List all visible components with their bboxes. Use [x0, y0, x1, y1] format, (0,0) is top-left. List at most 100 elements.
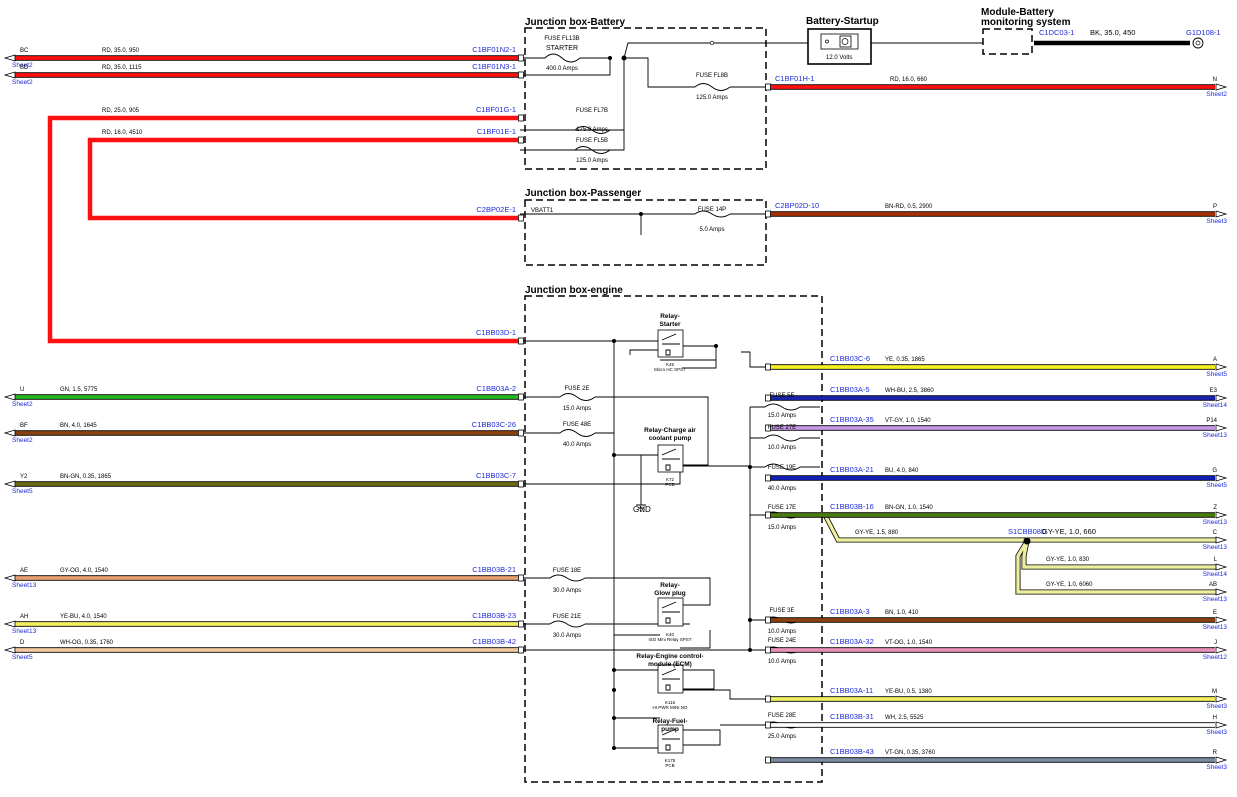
left-sheet-link-6[interactable]: Sheet2 [12, 401, 33, 408]
left-sheet-link-8[interactable]: Sheet5 [12, 488, 33, 495]
right-connector-12: C1BB03A-11 [830, 686, 873, 695]
right-sheet-link-5[interactable]: Sheet5 [1206, 482, 1227, 489]
relay-subtitle-glow: Glow plug [654, 590, 685, 597]
right-wire-label-12: M [1212, 689, 1217, 695]
battery-startup-title: Battery-Startup [806, 16, 879, 27]
fuse-name-f5e: FUSE 5E [769, 393, 794, 399]
right-wire-label-13: H [1213, 715, 1217, 721]
red-loop-wire-1 [47, 115, 518, 344]
left-wire-label-6: U [20, 387, 24, 393]
right-sheet-link-6[interactable]: Sheet13 [1203, 519, 1228, 526]
right-terminal-4 [765, 424, 771, 432]
right-arrow-icon [1215, 394, 1228, 402]
right-wire-label-14: R [1213, 750, 1218, 756]
right-sheet-link-2[interactable]: Sheet5 [1206, 371, 1227, 378]
right-sheet-link-12[interactable]: Sheet3 [1206, 703, 1227, 710]
left-wire-label-9: AE [20, 568, 28, 574]
left-wire-spec-6: GN, 1.5, 5775 [60, 387, 98, 393]
left-terminal-9 [518, 574, 524, 582]
right-sheet-link-8[interactable]: Sheet14 [1203, 571, 1228, 578]
left-sheet-link-1[interactable]: Sheet2 [12, 79, 33, 86]
right-terminal-5 [765, 474, 771, 482]
right-sheet-link-14[interactable]: Sheet3 [1206, 764, 1227, 771]
right-terminal-14 [765, 756, 771, 764]
left-connector-7: C1BB03C-26 [472, 420, 516, 429]
relay-code-charge: K72 [666, 477, 675, 482]
left-arrow-icon [3, 54, 16, 62]
junction-dots [608, 55, 1031, 750]
fuse-amps-f18e: 30.0 Amps [553, 588, 581, 594]
right-sheet-link-1[interactable]: Sheet3 [1206, 218, 1227, 225]
left-connector-5: C1BB03D-1 [476, 328, 516, 337]
relay-title-charge: Relay-Charge air [644, 427, 696, 434]
right-arrow-icon [1215, 210, 1228, 218]
left-sheet-link-0[interactable]: Sheet2 [12, 62, 33, 69]
left-connector-10: C1BB03B-23 [472, 611, 516, 620]
right-arrow-icon [1215, 474, 1228, 482]
right-sheet-link-11[interactable]: Sheet12 [1203, 654, 1228, 661]
fuse-amps-f5e: 15.0 Amps [768, 413, 796, 419]
left-wire-spec-3: RD, 16.0, 4510 [102, 130, 143, 136]
left-sheet-link-10[interactable]: Sheet13 [12, 628, 37, 635]
left-wire-label-7: BF [20, 423, 28, 429]
right-wire-label-10: E [1213, 610, 1217, 616]
right-terminal-11 [765, 646, 771, 654]
left-wire-spec-1: RD, 35.0, 1115 [102, 65, 142, 71]
right-wire-spec-14: VT-GN, 0.35, 3760 [885, 750, 936, 756]
right-sheet-link-0[interactable]: Sheet2 [1206, 91, 1227, 98]
right-wire-label-7: C [1213, 530, 1218, 536]
left-wire-spec-2: RD, 25.0, 905 [102, 108, 140, 114]
junction-box-passenger-title: Junction box-Passenger [525, 188, 641, 199]
right-wire-label-9: AB [1209, 582, 1217, 588]
fuse-amps-fl8b: 125.0 Amps [696, 95, 728, 101]
fuse-amps-f19e: 40.0 Amps [768, 486, 796, 492]
right-arrow-icon [1215, 756, 1228, 764]
module-battery-title-2: monitoring system [981, 17, 1071, 28]
right-sheet-link-10[interactable]: Sheet13 [1203, 624, 1228, 631]
right-wire-spec-8: GY-YE, 1.0, 830 [1046, 557, 1090, 563]
red-loop-wire-2 [87, 137, 518, 221]
right-wire-label-6: Z [1213, 505, 1217, 511]
right-wire-spec-10: BN, 1.0, 410 [885, 610, 919, 616]
left-wire-spec-11: WH-OG, 0.35, 1760 [60, 640, 114, 646]
left-arrow-icon [3, 71, 16, 79]
fuse-name-f14p: FUSE 14P [698, 207, 726, 213]
right-connector-14: C1BB03B-43 [830, 747, 874, 756]
right-sheet-link-13[interactable]: Sheet3 [1206, 729, 1227, 736]
fuse-amps-f3e: 10.0 Amps [768, 629, 796, 635]
relay-code-fuel: K175 [665, 758, 676, 763]
left-sheet-link-7[interactable]: Sheet2 [12, 437, 33, 444]
right-wire-spec-12: YE-BU, 0.5, 1380 [885, 689, 932, 695]
fuse-amps-f27e: 10.0 Amps [768, 445, 796, 451]
right-terminal-10 [765, 616, 771, 624]
left-sheet-link-11[interactable]: Sheet5 [12, 654, 33, 661]
right-sheet-link-9[interactable]: Sheet13 [1203, 596, 1228, 603]
relay-title-ecm: Relay-Engine control- [636, 653, 703, 660]
relay-code-glow: K40 [666, 632, 675, 637]
right-arrow-icon [1215, 695, 1228, 703]
left-connector-8: C1BB03C-7 [476, 471, 516, 480]
right-connector-5: C1BB03A-21 [830, 465, 874, 474]
relay-subtitle-ecm: module (ECM) [648, 661, 692, 668]
right-sheet-link-4[interactable]: Sheet13 [1203, 432, 1228, 439]
fuse-amps-f14p: 5.0 Amps [699, 227, 724, 233]
left-connector-0: C1BF01N2-1 [472, 45, 516, 54]
left-sheet-link-9[interactable]: Sheet13 [12, 582, 37, 589]
fuse-name-fl5b: FUSE FL5B [576, 138, 608, 144]
fuse-amps-f24e: 10.0 Amps [768, 659, 796, 665]
left-arrow-icon [3, 393, 16, 401]
right-connector-11: C1BB03A-32 [830, 637, 874, 646]
splice-wire: GY-YE, 1.0, 660 [1042, 527, 1096, 536]
relay-code-ecm: K116 [665, 700, 676, 705]
right-connector-4: C1BB03A-35 [830, 415, 874, 424]
fuse-amps-fl13b: 400.0 Amps [546, 66, 578, 72]
left-wire-spec-10: YE-BU, 4.0, 1540 [60, 614, 107, 620]
right-arrow-icon [1215, 563, 1228, 571]
right-arrow-icon [1215, 83, 1228, 91]
relay-title-glow: Relay- [660, 582, 680, 589]
right-sheet-link-3[interactable]: Sheet14 [1203, 402, 1228, 409]
module-ground-label: G1D108-1 [1186, 28, 1221, 37]
right-sheet-link-7[interactable]: Sheet13 [1203, 544, 1228, 551]
left-wire-spec-0: RD, 35.0, 950 [102, 48, 140, 54]
left-terminal-5 [518, 337, 524, 345]
